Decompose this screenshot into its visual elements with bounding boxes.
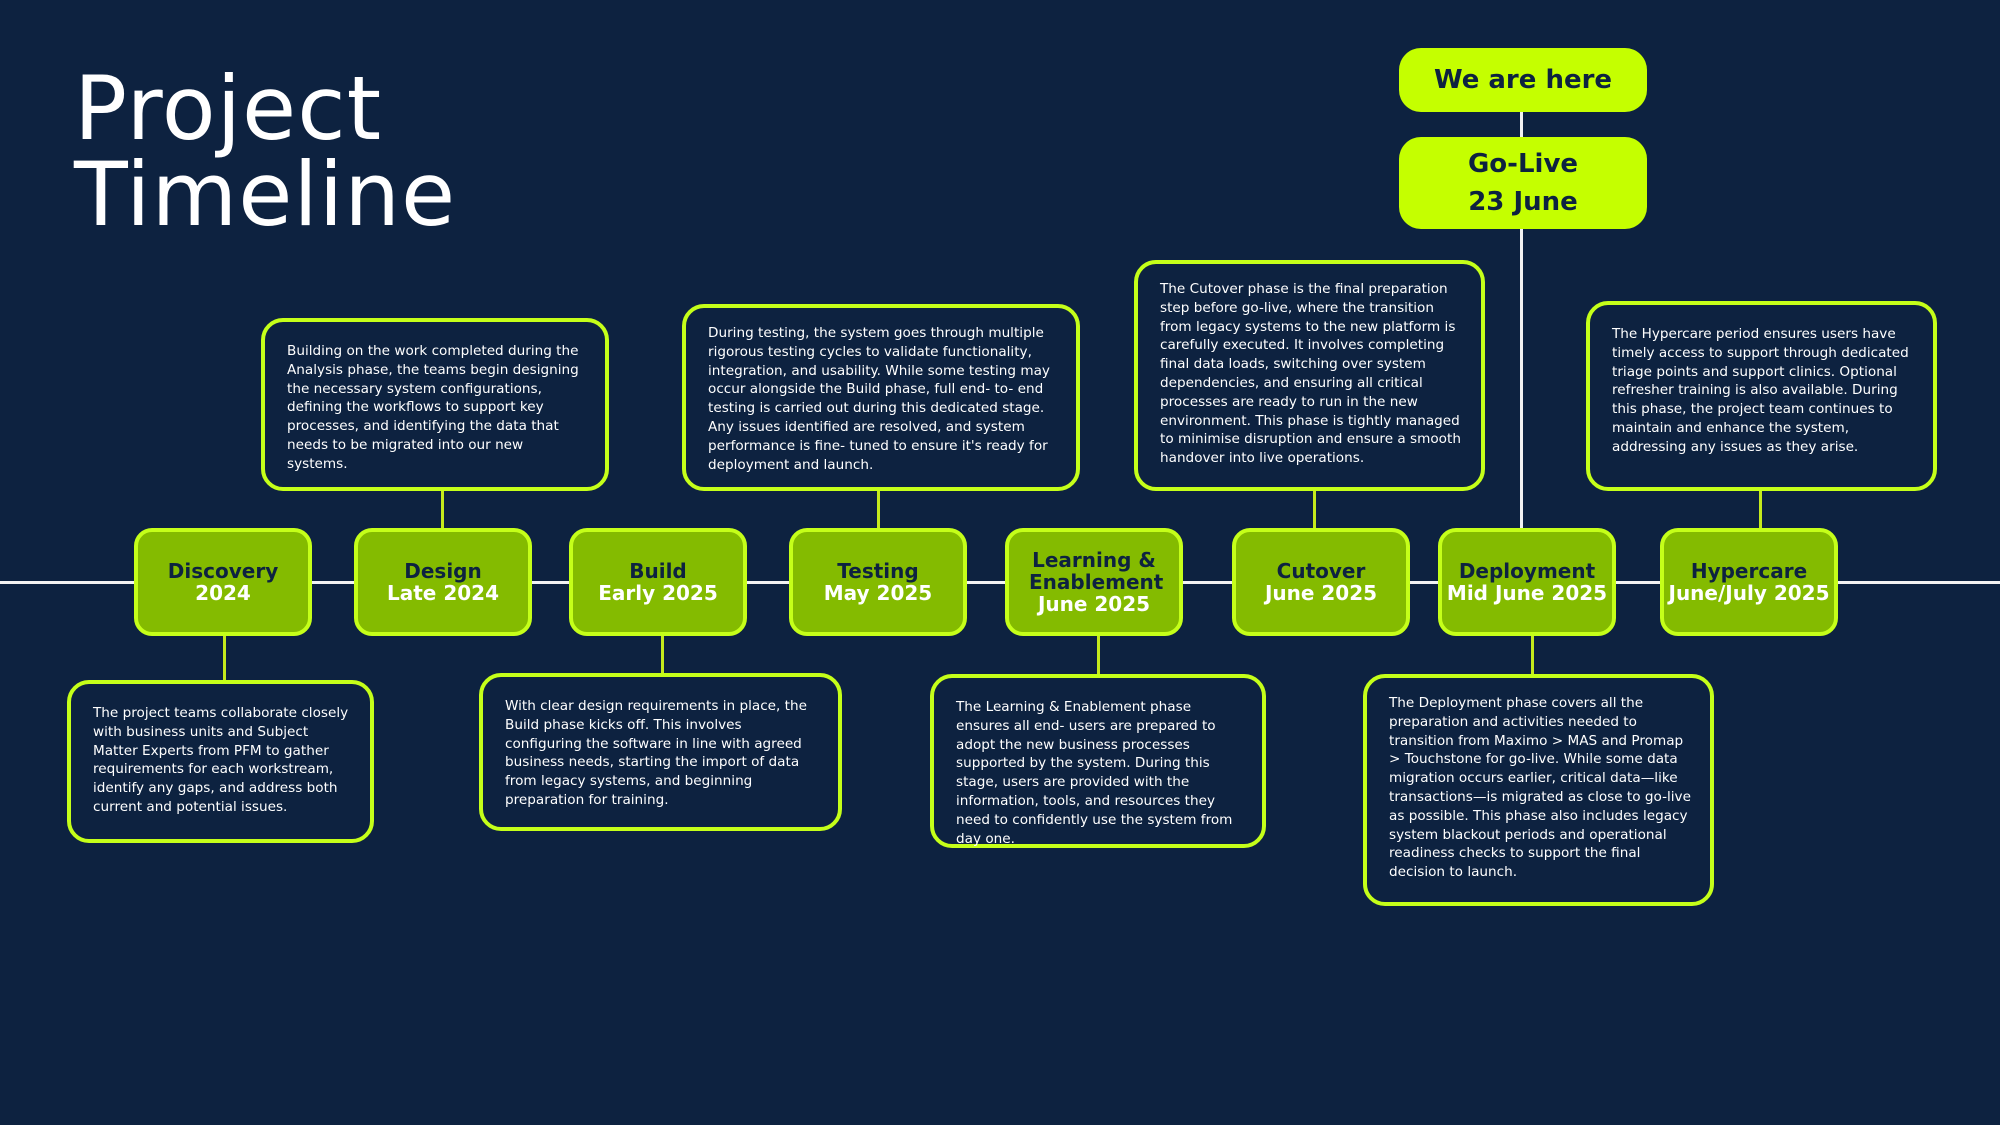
phase-date: Mid June 2025 (1446, 581, 1608, 605)
phase-discovery: Discovery 2024 (134, 528, 312, 636)
phase-testing: Testing May 2025 (789, 528, 967, 636)
description-design: Building on the work completed during th… (261, 318, 609, 491)
phase-name: Deployment (1458, 559, 1596, 583)
phase-date: 2024 (195, 581, 251, 605)
phase-name: Design (404, 559, 482, 583)
description-testing: During testing, the system goes through … (682, 304, 1080, 491)
timeline-axis (0, 581, 2000, 584)
phase-hypercare: Hypercare June/July 2025 (1660, 528, 1838, 636)
phase-date: June/July 2025 (1668, 581, 1830, 605)
connector-deployment (1531, 636, 1534, 674)
we-are-here-label: We are here (1433, 65, 1613, 95)
description-deployment: The Deployment phase covers all the prep… (1363, 674, 1714, 906)
connector-design (441, 488, 444, 530)
description-learning-enablement: The Learning & Enablement phase ensures … (930, 674, 1266, 848)
connector-discovery (223, 636, 226, 680)
golive-connector (1520, 108, 1523, 532)
phase-date: June 2025 (1264, 581, 1378, 605)
description-build: With clear design requirements in place,… (479, 673, 842, 831)
phase-name: Build (629, 559, 687, 583)
title-line-1: Project (74, 57, 383, 160)
phase-learning-enablement: Learning & Enablement June 2025 (1005, 528, 1183, 636)
phase-name: Testing (837, 559, 919, 583)
phase-date: Early 2025 (598, 581, 718, 605)
phase-build: Build Early 2025 (569, 528, 747, 636)
phase-date: Late 2024 (387, 581, 499, 605)
description-discovery: The project teams collaborate closely wi… (67, 680, 374, 843)
connector-cutover (1313, 488, 1316, 530)
phase-deployment: Deployment Mid June 2025 (1438, 528, 1616, 636)
connector-learning (1097, 636, 1100, 674)
phase-cutover: Cutover June 2025 (1232, 528, 1410, 636)
phase-name: Discovery (167, 559, 279, 583)
description-cutover: The Cutover phase is the final preparati… (1134, 260, 1485, 491)
golive-label: Go-Live (1467, 149, 1579, 179)
golive-date: 23 June (1468, 187, 1578, 217)
description-hypercare: The Hypercare period ensures users have … (1586, 301, 1937, 491)
page-title: Project Timeline (74, 57, 457, 246)
connector-hypercare (1759, 488, 1762, 530)
connector-build (661, 636, 664, 673)
phase-name: Cutover (1276, 559, 1366, 583)
phase-date: May 2025 (823, 581, 933, 605)
title-line-2: Timeline (74, 143, 457, 246)
golive-badge: Go-Live 23 June (1399, 137, 1647, 229)
phase-design: Design Late 2024 (354, 528, 532, 636)
phase-name: Learning & Enablement (1029, 548, 1164, 594)
connector-testing (877, 488, 880, 530)
phase-name: Hypercare (1690, 559, 1808, 583)
we-are-here-marker: We are here (1399, 48, 1647, 112)
phase-date: June 2025 (1037, 592, 1151, 616)
